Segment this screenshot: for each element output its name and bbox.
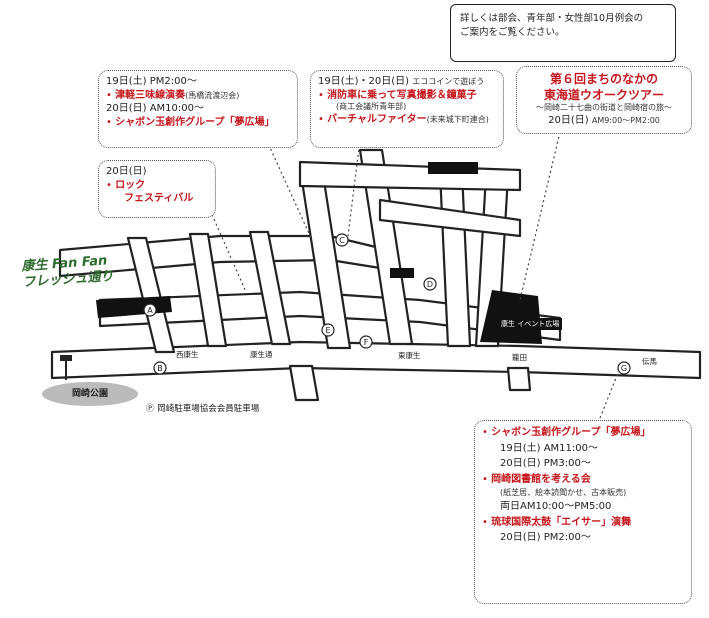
callout-line-1: 詳しくは部会、青年部・女性部10月例会の [460,13,644,24]
svg-text:G: G [621,364,627,373]
box4-event-line-1: ロック [115,179,146,191]
box2-date: 19日(土)・20日(日) [318,76,410,87]
fanfan-street-label: 康生 Fan Fan フレッシュ通り [20,253,114,291]
street-3 [248,230,292,346]
box4-date: 20日(日) [106,166,147,177]
svg-text:D: D [427,280,433,289]
leader-lines [209,107,621,419]
top-diagonal [378,198,522,238]
buildings-dark [96,162,542,344]
station-label-higashikosei: 東康生 [398,351,421,360]
box5-event-1: シャボン玉創作グループ「夢広場」 [491,427,651,438]
box3-title-1: 第６回まちのなかの [549,72,658,86]
marker-B: B [153,361,167,375]
box1-event-1: 津軽三味線演奏 [115,89,186,101]
event-box-4: 20日(日) • ロック フェスティバル [98,160,216,218]
box1-date-1: 19日(土) PM2:00～ [106,76,197,87]
box5-event-2-date: 両日AM10:00～PM5:00 [500,501,612,513]
box3-time: AM9:00～PM2:00 [591,116,660,126]
dark-block-3 [390,268,414,278]
svg-text:A: A [147,306,153,315]
station-label-koseidori: 康生通 [250,350,273,359]
box5-event-2-note: (紙芝居、絵本読聞かせ、古本販売) [500,488,627,497]
street-5 [358,148,414,346]
station-label-tenma: 伝馬 [642,357,657,366]
event-plaza-block [480,290,542,344]
box2-date-note: エココインで遊ぼう [412,77,485,86]
okazaki-park-label: 岡崎公園 [42,382,138,406]
box5-event-2: 岡崎図書館を考える会 [491,473,591,485]
box5-event-3: 琉球国際太鼓「エイサー」演舞 [491,516,632,528]
marker-F: F [359,335,373,349]
box2-event-2: バーチャルファイター [327,113,427,125]
street-2 [188,232,228,348]
box2-event-1-note: (商工会議所青年部) [336,102,407,111]
station-label-kagoda: 籠田 [512,353,527,362]
marker-E: E [321,323,335,337]
event-box-2: 19日(土)・20日(日) エココインで遊ぼう • 消防車に乗って写真撮影＆鐘菓… [310,70,504,148]
dark-block-2 [428,162,478,174]
event-box-1: 19日(土) PM2:00～ • 津軽三味線演奏(馬橋流渡辺会) 20日(日) … [98,70,298,148]
box4-event-line-2: フェスティバル [124,193,194,204]
event-box-3: 第６回まちのなかの 東海道ウオークツアー ～岡崎二十七曲の街道と岡崎宿の旅～ 2… [516,66,692,134]
street-south-2 [506,366,532,392]
box2-event-2-note: (未来城下町連合) [426,114,489,124]
marker-circles: A B C D E F G [143,233,631,375]
box3-subtitle: ～岡崎二十七曲の街道と岡崎宿の旅～ [536,103,672,113]
box3-date: 20日(日) [548,115,589,127]
box2-event-1: 消防車に乗って写真撮影＆鐘菓子 [327,89,477,101]
marker-A: A [143,303,157,317]
top-road [298,160,522,192]
event-plaza-label: 康生 イベント広場 [498,318,563,330]
event-box-5: • シャボン玉創作グループ「夢広場」 19日(土) AM11:00～ 20日(日… [474,420,692,604]
marker-C: C [335,233,349,247]
box5-event-1-date-2: 20日(日) PM3:00～ [500,458,591,469]
svg-text:B: B [157,364,163,373]
box1-event-1-note: (馬橋流渡辺会) [185,90,240,100]
callout-line-2: ご案内をご覧ください。 [460,27,565,39]
main-road [50,340,702,380]
box5-event-3-date: 20日(日) PM2:00～ [500,532,591,544]
parking-note: Ⓟ 岡崎駐車場協会会員駐車場 [146,404,260,414]
svg-text:C: C [339,236,345,245]
marker-G: G [617,361,631,375]
info-callout: 詳しくは部会、青年部・女性部10月例会の ご案内をご覧ください。 [450,4,676,62]
box1-date-2: 20日(日) AM10:00～ [106,103,204,114]
bus-stop-pin [60,355,72,380]
box5-event-1-date-1: 19日(土) AM11:00～ [500,442,598,454]
road-network [50,148,702,402]
street-south-1 [288,364,320,402]
box3-title-2: 東海道ウオークツアー [543,88,664,103]
station-label-nishikosei: 西康生 [176,350,199,359]
svg-text:E: E [325,326,330,335]
box1-event-2: シャボン玉創作グループ「夢広場」 [115,116,275,128]
svg-text:F: F [364,338,369,347]
marker-D: D [423,277,437,291]
